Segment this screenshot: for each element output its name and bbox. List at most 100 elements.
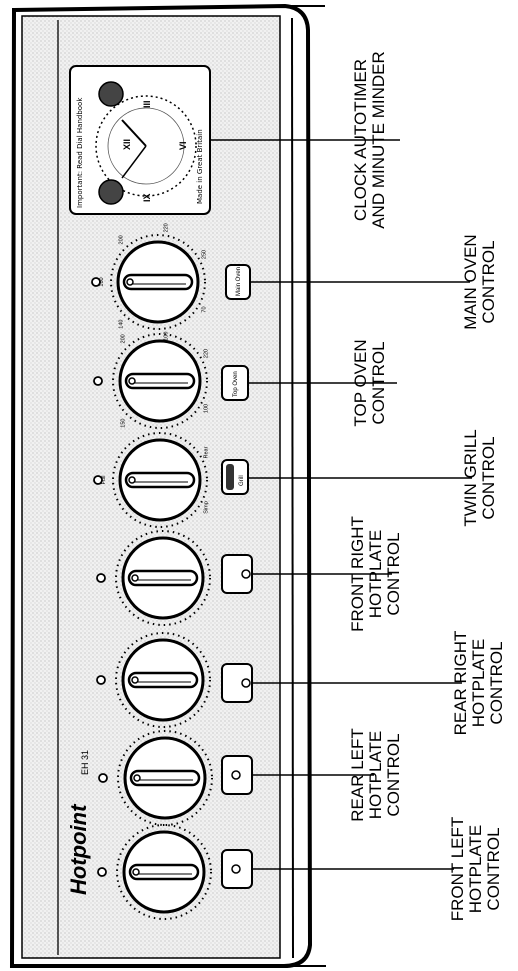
model-label: EH 31 <box>80 750 90 775</box>
twin-grill-knob[interactable]: Simp Full Rear <box>93 432 210 528</box>
knob-scale-ring <box>115 530 211 626</box>
clock-setting-knob-upper[interactable] <box>98 81 124 107</box>
callout-rear-right: REAR RIGHT HOTPLATE CONTROL <box>451 631 506 736</box>
callout-front-right: FRONT RIGHT HOTPLATE CONTROL <box>348 516 403 632</box>
knob-grip <box>128 863 200 881</box>
knob-scale-label: Simp <box>204 501 210 514</box>
knob-pointer <box>128 476 136 484</box>
main-oven-button-label: Main Oven <box>236 267 242 296</box>
rear-right-hotplate-knob[interactable] <box>96 632 211 728</box>
knob-scale-label: Rear <box>204 446 210 458</box>
clock-face-text: Important: Read Dial Handbook <box>76 97 84 208</box>
knob-grip <box>122 273 194 291</box>
callout-rear-right-line3: CONTROL <box>487 641 506 724</box>
callout-front-right-line1: FRONT RIGHT <box>348 516 367 632</box>
knob-scale-label: 100 <box>164 332 170 341</box>
callout-rear-left-line3: CONTROL <box>384 733 403 816</box>
callout-rear-left-line2: HOTPLATE <box>366 731 385 819</box>
knob-scale-ring <box>116 824 212 920</box>
callout-rear-left-line1: REAR LEFT <box>348 728 367 822</box>
callout-clock-line1: CLOCK AUTOTIMER <box>351 59 370 221</box>
knob-off-marker <box>96 675 106 685</box>
knob-scale-ring <box>112 333 208 429</box>
callout-twin-grill: TWIN GRILL CONTROL <box>461 429 498 526</box>
callout-main-oven-line1: MAIN OVEN <box>461 234 480 329</box>
knob-pointer <box>132 868 140 876</box>
knob-off-marker <box>91 277 101 287</box>
clock-number-9: IX <box>142 193 152 202</box>
callout-front-right-line2: HOTPLATE <box>366 530 385 618</box>
callout-front-right-line3: CONTROL <box>384 532 403 615</box>
knob-scale-label: Full <box>101 476 107 485</box>
callout-rear-left: REAR LEFT HOTPLATE CONTROL <box>348 728 403 822</box>
made-in-text: Made in Great Britain <box>196 129 204 204</box>
callout-front-left-line1: FRONT LEFT <box>448 817 467 922</box>
callout-top-oven-line1: TOP OVEN <box>351 339 370 426</box>
clock-hour-hand <box>121 119 147 147</box>
callout-rear-right-line1: REAR RIGHT <box>451 631 470 736</box>
knob-scale-label: 220 <box>164 223 170 232</box>
brand-logo: Hotpoint <box>66 803 91 895</box>
knob-grip <box>129 769 201 787</box>
callout-twin-grill-line2: CONTROL <box>479 436 498 519</box>
callout-front-left: FRONT LEFT HOTPLATE CONTROL <box>448 817 503 922</box>
front-right-hotplate-knob[interactable] <box>96 530 211 626</box>
knob-scale-label: 70 <box>202 306 208 312</box>
top-oven-button[interactable]: Top Oven <box>221 365 249 401</box>
front-left-hotplate-knob[interactable] <box>97 824 212 920</box>
knob-scale-label: 200 <box>119 235 125 244</box>
callout-rear-right-line2: HOTPLATE <box>469 639 488 727</box>
clock-autotimer: XII III VI IX Important: Read Dial Handb… <box>69 65 211 215</box>
knob-scale-label: 250 <box>202 250 208 259</box>
callout-front-left-line3: CONTROL <box>484 827 503 910</box>
knob-off-marker <box>97 867 107 877</box>
knob-pointer <box>128 377 136 385</box>
knob-off-marker <box>93 475 103 485</box>
callout-clock: CLOCK AUTOTIMER AND MINUTE MINDER <box>351 51 388 229</box>
knob-scale-label: 140 <box>119 320 125 329</box>
knob-scale-label: 200 <box>121 334 127 343</box>
knob-pointer <box>131 574 139 582</box>
clock-number-6: VI <box>178 141 188 150</box>
knob-off-marker <box>93 376 103 386</box>
knob-pointer <box>133 774 141 782</box>
main-oven-button[interactable]: Main Oven <box>225 264 251 300</box>
knob-grip <box>124 372 196 390</box>
grill-button[interactable]: Grill <box>221 459 249 495</box>
control-knobs: 70100140160200220250100150200220SimpFull… <box>91 223 213 920</box>
rear-left-hotplate-knob[interactable] <box>98 730 213 826</box>
grill-button-label: Grill <box>239 475 245 486</box>
front-right-indicator <box>221 554 253 594</box>
knob-grip <box>127 671 199 689</box>
callout-clock-line2: AND MINUTE MINDER <box>369 51 388 229</box>
knob-scale-ring <box>115 632 211 728</box>
main-oven-knob[interactable]: 70 100 140 160 200 220 250 <box>91 223 208 341</box>
callout-top-oven-line2: CONTROL <box>369 341 388 424</box>
knob-grip <box>124 471 196 489</box>
callout-top-oven: TOP OVEN CONTROL <box>351 339 388 426</box>
knob-off-marker <box>98 773 108 783</box>
knob-scale-label: 160 <box>99 277 105 286</box>
rear-right-indicator <box>221 663 253 703</box>
knob-scale-ring <box>117 730 213 826</box>
callout-main-oven-line2: CONTROL <box>479 240 498 323</box>
callout-twin-grill-line1: TWIN GRILL <box>461 429 480 526</box>
clock-minute-hand <box>121 145 147 179</box>
knob-pointer <box>126 278 134 286</box>
callout-main-oven: MAIN OVEN CONTROL <box>461 234 498 329</box>
callout-front-left-line2: HOTPLATE <box>466 825 485 913</box>
knob-scale-label: 220 <box>204 349 210 358</box>
top-oven-button-label: Top Oven <box>233 371 239 397</box>
knob-scale-ring <box>112 432 208 528</box>
knob-grip <box>127 569 199 587</box>
rear-left-indicator <box>221 755 253 795</box>
clock-setting-knob-lower[interactable] <box>98 179 124 205</box>
frame-inner-right <box>291 17 294 959</box>
clock-number-3: III <box>142 100 152 108</box>
leader-lines <box>210 139 472 870</box>
front-left-indicator <box>221 849 253 889</box>
knob-pointer <box>131 676 139 684</box>
knob-scale-label: 100 <box>204 404 210 413</box>
